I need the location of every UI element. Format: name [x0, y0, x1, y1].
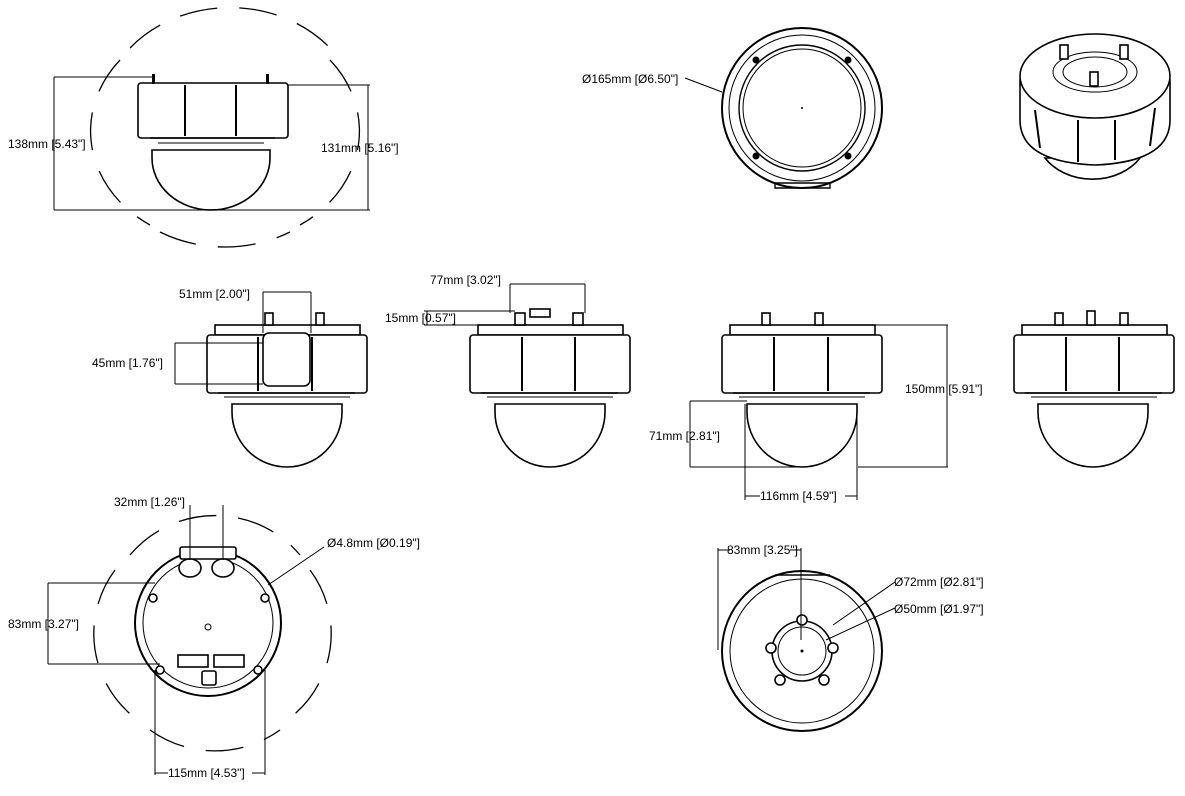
dim-side-body-height: 131mm [5.16"]: [321, 141, 399, 155]
dim-window-width: 51mm [2.00"]: [179, 287, 250, 301]
dim-ring-outer: Ø72mm [Ø2.81"]: [894, 575, 984, 589]
dim-back-offset: 83mm [3.25"]: [727, 543, 798, 557]
dim-bracket-width: 77mm [3.02"]: [430, 273, 501, 287]
side-view-tilted: [53, 6, 370, 248]
dim-dome-width: 116mm [4.59"]: [760, 489, 837, 503]
dim-mount-vertical: 83mm [3.27"]: [8, 617, 79, 631]
dim-top-diameter: Ø165mm [Ø6.50"]: [582, 72, 678, 86]
front-view-plain: [1013, 310, 1175, 468]
top-view: [684, 27, 883, 189]
dim-port-spacing: 32mm [1.26"]: [114, 495, 185, 509]
dim-side-total-height: 138mm [5.43"]: [8, 137, 86, 151]
front-view-window: [174, 291, 368, 468]
back-view: [717, 548, 896, 732]
dim-window-height: 45mm [1.76"]: [92, 356, 163, 370]
dim-dome-height: 71mm [2.81"]: [649, 429, 720, 443]
dim-overall-height: 150mm [5.91"]: [905, 382, 983, 396]
dim-mount-horizontal: 115mm [4.53"]: [168, 766, 245, 780]
front-view-bracket: [424, 283, 631, 468]
dim-bracket-height: 15mm [0.57"]: [385, 311, 456, 325]
front-view-overall: [689, 312, 948, 500]
dim-ring-inner: Ø50mm [Ø1.97"]: [894, 602, 984, 616]
dim-hole-diameter: Ø4.8mm [Ø0.19"]: [327, 536, 420, 550]
isometric-view: [1019, 33, 1171, 180]
mounting-plate-view: [47, 505, 332, 775]
